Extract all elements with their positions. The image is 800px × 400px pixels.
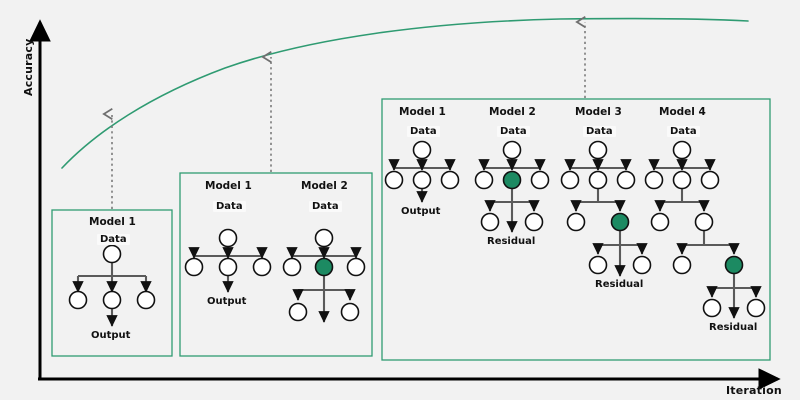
tree-node-leaf bbox=[644, 170, 664, 190]
tree-panel3-model1 bbox=[388, 158, 456, 203]
tree-node-leaf bbox=[702, 298, 722, 318]
nodes-panel3-model2 bbox=[474, 140, 550, 232]
panel3-model4-data-label: Data bbox=[667, 126, 700, 137]
tree-node-highlighted bbox=[724, 255, 744, 275]
panel-iteration-2[interactable] bbox=[179, 172, 373, 357]
tree-node-root bbox=[218, 228, 238, 248]
tree-node-highlighted bbox=[610, 212, 630, 232]
axis-group bbox=[29, 19, 781, 390]
y-axis-label: Accuracy bbox=[22, 38, 35, 96]
panel2-model1-output-label: Output bbox=[207, 296, 247, 307]
panel3-model2-data-label: Data bbox=[497, 126, 530, 137]
panel2-model1-title: Model 1 bbox=[205, 180, 252, 192]
nodes-panel3-model3 bbox=[560, 140, 652, 275]
connector-group bbox=[102, 15, 586, 209]
panel3-model2-title: Model 2 bbox=[489, 106, 536, 118]
tree-node-root bbox=[672, 140, 692, 160]
tree-node-root bbox=[314, 228, 334, 248]
tree-node-leaf bbox=[588, 255, 608, 275]
tree-node-leaf bbox=[616, 170, 636, 190]
tree-node-leaf bbox=[440, 170, 460, 190]
tree-node-leaf bbox=[672, 170, 692, 190]
tree-node-leaf bbox=[412, 170, 432, 190]
panel3-model3-residual-label: Residual bbox=[595, 279, 644, 290]
panel-iteration-1[interactable] bbox=[51, 209, 173, 357]
panel3-model1-data-label: Data bbox=[407, 126, 440, 137]
tree-node-leaf bbox=[588, 170, 608, 190]
tree-node-leaf bbox=[136, 290, 156, 310]
tree-node-root bbox=[588, 140, 608, 160]
tree-node-leaf bbox=[68, 290, 88, 310]
tree-node-leaf bbox=[252, 257, 272, 277]
panel2-model1-data-label: Data bbox=[213, 201, 246, 212]
tree-node-highlighted bbox=[502, 170, 522, 190]
nodes-panel2-model1 bbox=[184, 228, 272, 277]
tree-node-leaf bbox=[650, 212, 670, 232]
tree-node-leaf bbox=[474, 170, 494, 190]
tree-node-leaf bbox=[218, 257, 238, 277]
panel1-model1-data-label: Data bbox=[97, 234, 130, 245]
tree-node-highlighted bbox=[314, 257, 334, 277]
tree-node-leaf bbox=[184, 257, 204, 277]
tree-node-leaf bbox=[672, 255, 692, 275]
tree-node-leaf bbox=[288, 302, 308, 322]
panel1-model1-title: Model 1 bbox=[89, 216, 136, 228]
panel2-model2-title: Model 2 bbox=[301, 180, 348, 192]
tree-node-leaf bbox=[632, 255, 652, 275]
tree-node-leaf bbox=[530, 170, 550, 190]
panel3-model2-residual-label: Residual bbox=[487, 236, 536, 247]
tree-panel3-model4 bbox=[648, 158, 762, 319]
tree-node-leaf bbox=[566, 212, 586, 232]
tree-node-leaf bbox=[480, 212, 500, 232]
panel3-model3-title: Model 3 bbox=[575, 106, 622, 118]
panel3-model4-residual-label: Residual bbox=[709, 322, 758, 333]
panel3-model4-title: Model 4 bbox=[659, 106, 706, 118]
tree-node-leaf bbox=[524, 212, 544, 232]
tree-node-leaf bbox=[346, 257, 366, 277]
tree-node-root bbox=[502, 140, 522, 160]
tree-panel1-model1 bbox=[72, 262, 152, 327]
tree-node-leaf bbox=[700, 170, 720, 190]
tree-panel2-model1 bbox=[188, 246, 268, 293]
panel2-model2-data-label: Data bbox=[309, 201, 342, 212]
tree-panel2-model2 bbox=[286, 246, 362, 323]
tree-node-leaf bbox=[694, 212, 714, 232]
x-axis-label: Iteration bbox=[726, 384, 782, 397]
panel1-model1-output-label: Output bbox=[91, 330, 131, 341]
nodes-panel2-model2 bbox=[282, 228, 366, 322]
panel3-model1-output-label: Output bbox=[401, 206, 441, 217]
tree-node-root bbox=[412, 140, 432, 160]
panel-iteration-3[interactable] bbox=[381, 98, 771, 361]
tree-panel3-model2 bbox=[478, 158, 546, 233]
tree-node-leaf bbox=[560, 170, 580, 190]
nodes-panel3-model4 bbox=[644, 140, 766, 318]
tree-node-leaf bbox=[384, 170, 404, 190]
tree-node-leaf bbox=[102, 290, 122, 310]
nodes-panel1-model1 bbox=[68, 244, 156, 310]
panel3-model1-title: Model 1 bbox=[399, 106, 446, 118]
tree-panel3-model3 bbox=[564, 158, 648, 277]
accuracy-curve bbox=[61, 17, 749, 169]
tree-node-leaf bbox=[282, 257, 302, 277]
tree-node-leaf bbox=[340, 302, 360, 322]
panel3-model3-data-label: Data bbox=[583, 126, 616, 137]
tree-node-leaf bbox=[746, 298, 766, 318]
tree-node-root bbox=[102, 244, 122, 264]
nodes-panel3-model1 bbox=[384, 140, 460, 190]
